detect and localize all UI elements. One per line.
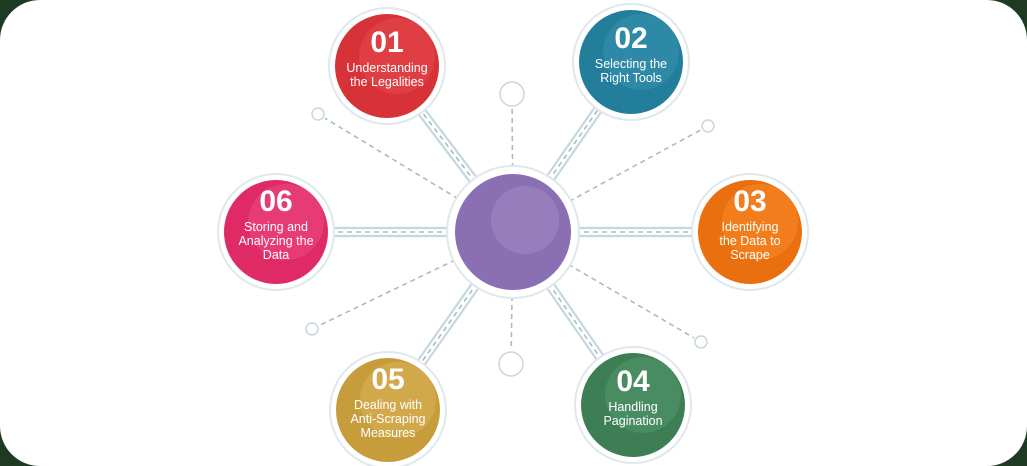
step-label-line: Data [263, 248, 289, 262]
step-02-highlight [603, 14, 679, 90]
step-number: 05 [371, 363, 404, 396]
satellite-dot-3 [305, 322, 319, 336]
step-05-highlight [360, 362, 436, 438]
connector-line-2-2 [550, 109, 604, 184]
connector-line-1-2 [423, 107, 480, 181]
step-04-highlight [605, 357, 681, 433]
step-label-line: the Data to [719, 234, 780, 248]
step-label-line: Scrape [730, 248, 770, 262]
step-label-line: the Legalities [350, 75, 424, 89]
step-label-line: Analyzing the [238, 234, 313, 248]
connector-line-5-2 [416, 279, 475, 363]
connector-line-4-2 [544, 284, 599, 362]
connector-dash-2 [547, 107, 600, 182]
step-label-line: Measures [361, 426, 416, 440]
satellite-dot-6 [498, 351, 524, 377]
step-number: 04 [616, 365, 650, 398]
step-label-line: Storing and [244, 220, 308, 234]
satellite-dot-5 [499, 81, 525, 107]
step-03-highlight [722, 184, 798, 260]
step-label-line: Right Tools [600, 71, 662, 85]
connector-line-4-1 [550, 280, 606, 358]
step-number: 03 [733, 185, 766, 218]
step-label-line: Dealing with [354, 398, 422, 412]
satellite-dash-2 [568, 129, 702, 203]
satellite-dash-1 [324, 117, 459, 200]
step-label-line: Identifying [722, 220, 779, 234]
hub-highlight [491, 186, 559, 254]
connector-line-5-1 [422, 284, 482, 368]
step-label-line: Selecting the [595, 57, 667, 71]
center-hub [446, 165, 580, 299]
satellite-dash-4 [567, 263, 695, 339]
connector-lines [305, 81, 715, 377]
satellite-dot-1 [311, 107, 325, 121]
satellite-dash-6 [510, 295, 513, 351]
connector-dash-4 [547, 282, 602, 360]
step-number: 01 [370, 26, 403, 59]
satellite-dash-3 [318, 259, 456, 327]
satellite-dot-4 [694, 335, 708, 349]
step-label-line: Pagination [603, 414, 662, 428]
step-01-highlight [359, 18, 435, 94]
connector-line-2-1 [544, 105, 597, 180]
step-06-highlight [248, 184, 324, 260]
step-label-line: Handling [608, 400, 657, 414]
step-label-line: Understanding [346, 61, 427, 75]
satellite-dot-2 [701, 119, 715, 133]
step-label-line: Anti-Scraping [350, 412, 425, 426]
connector-line-1-1 [416, 112, 474, 186]
step-number: 06 [259, 185, 292, 218]
connector-dash-5 [419, 282, 479, 365]
step-number: 02 [614, 22, 647, 55]
connector-dash-1 [420, 110, 477, 184]
